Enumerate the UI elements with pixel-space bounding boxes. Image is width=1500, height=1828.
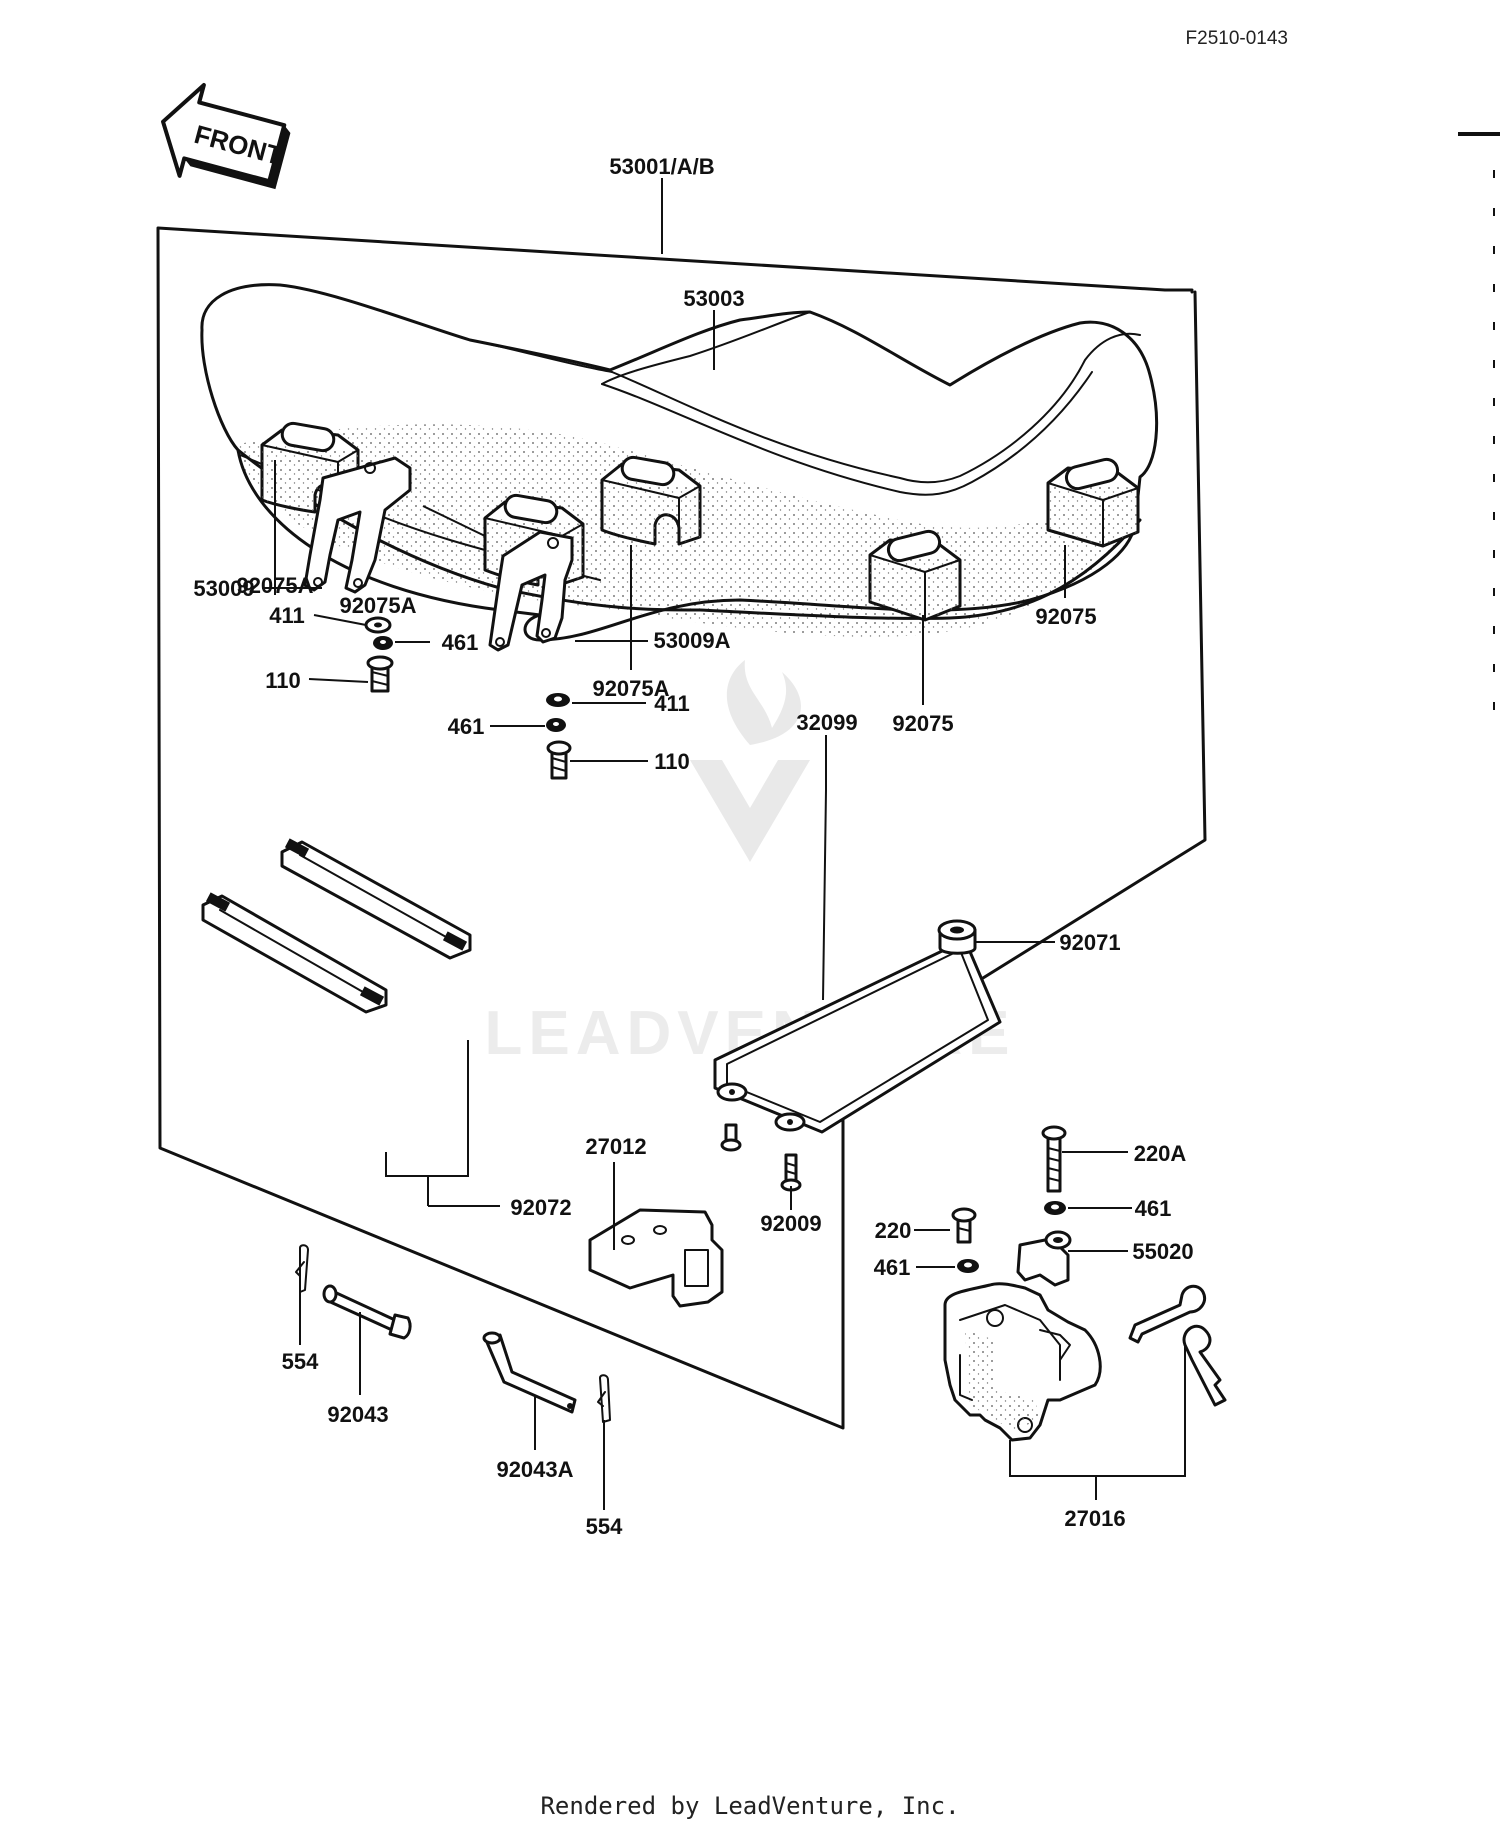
keys-icon	[1128, 1284, 1227, 1407]
washer-411-mid	[546, 693, 570, 707]
label-53009: 53009	[193, 576, 254, 601]
label-110-mid: 110	[654, 749, 690, 774]
label-53001: 53001/A/B	[609, 154, 714, 179]
margin-marks	[1458, 132, 1500, 740]
label-92072: 92072	[510, 1195, 571, 1220]
footer-credit: Rendered by LeadVenture, Inc.	[540, 1792, 959, 1820]
damper-92071	[937, 919, 977, 955]
washer-411-left	[364, 616, 392, 634]
band-92072-upper	[280, 838, 472, 960]
pin-92043	[322, 1284, 412, 1340]
screw-tray	[720, 1123, 742, 1152]
bracket-53009a	[488, 530, 574, 652]
label-92075a-mid: 92075A	[339, 593, 416, 618]
leader-lines	[262, 178, 1186, 1510]
label-554-left: 554	[282, 1349, 319, 1374]
label-411-mid: 411	[654, 691, 690, 716]
lockwasher-461-left	[373, 636, 393, 650]
damper-92075a-left	[260, 421, 360, 514]
label-27012: 27012	[585, 1134, 646, 1159]
label-220: 220	[875, 1218, 912, 1243]
label-92075a-center: 92075A	[592, 676, 669, 701]
document-code: F2510-0143	[1186, 28, 1288, 49]
tray-32099	[713, 934, 1002, 1134]
label-92043a: 92043A	[496, 1457, 573, 1482]
label-32099: 32099	[796, 710, 857, 735]
lockwasher-461-mid	[546, 718, 566, 732]
hook-27012	[588, 1208, 724, 1308]
label-27016: 27016	[1064, 1506, 1125, 1531]
label-92075a-left: 92075A	[236, 573, 313, 598]
lockwasher-461-220	[957, 1259, 979, 1273]
label-461-220a: 461	[1135, 1196, 1172, 1221]
label-92043: 92043	[327, 1402, 388, 1427]
screw-220	[951, 1207, 977, 1244]
label-461-220: 461	[874, 1255, 911, 1280]
label-92075-high: 92075	[1035, 604, 1096, 629]
label-220a: 220A	[1134, 1141, 1187, 1166]
bolt-110-mid	[546, 740, 572, 780]
bracket-53009	[303, 456, 412, 594]
damper-92075-right-high	[1046, 457, 1140, 548]
screw-92009	[780, 1153, 802, 1192]
damper-92075-right-low	[868, 529, 962, 622]
label-53009a: 53009A	[653, 628, 730, 653]
lockwasher-461-220a	[1044, 1201, 1066, 1215]
damper-92075a-center	[600, 455, 702, 546]
bolt-110-left	[366, 655, 394, 693]
label-461-left: 461	[442, 630, 479, 655]
lock-27016	[943, 1282, 1102, 1442]
front-arrow-icon: FRONT	[161, 83, 291, 190]
label-461-mid: 461	[448, 714, 485, 739]
label-92009: 92009	[760, 1211, 821, 1236]
label-554-right: 554	[586, 1514, 623, 1539]
assembly-boundary	[156, 226, 1207, 1430]
label-53003: 53003	[683, 286, 744, 311]
screw-220a	[1041, 1125, 1067, 1193]
label-92071: 92071	[1059, 930, 1120, 955]
cotter-pin-554-left	[295, 1244, 309, 1293]
cotter-pin-554-right	[597, 1374, 611, 1423]
label-411-left: 411	[269, 603, 305, 628]
holder-55020	[1016, 1230, 1072, 1287]
band-92072-lower	[201, 892, 388, 1014]
label-92075-low: 92075	[892, 711, 953, 736]
label-55020: 55020	[1132, 1239, 1193, 1264]
label-110-left: 110	[265, 668, 301, 693]
pin-92043a	[482, 1331, 577, 1414]
